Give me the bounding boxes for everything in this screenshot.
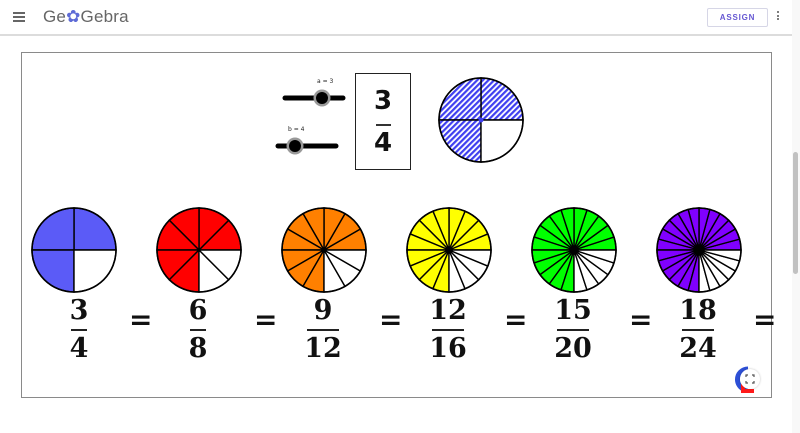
geogebra-logo[interactable]: Ge✿Gebra bbox=[43, 7, 129, 26]
slider-b[interactable] bbox=[275, 137, 339, 155]
fraction-bar bbox=[682, 329, 714, 331]
main-numerator: 3 bbox=[373, 86, 393, 116]
fraction-bar bbox=[376, 124, 391, 126]
fraction-5: 18 24 bbox=[673, 296, 723, 364]
denominator: 4 bbox=[69, 332, 89, 364]
numerator: 6 bbox=[188, 295, 208, 326]
equals-sign: = bbox=[379, 303, 403, 336]
numerator: 18 bbox=[679, 295, 717, 326]
slider-a-label: a = 3 bbox=[317, 78, 334, 85]
fraction-1: 6 8 bbox=[178, 296, 218, 364]
fraction-bar bbox=[307, 329, 339, 331]
equals-sign: = bbox=[129, 303, 153, 336]
fullscreen-button[interactable] bbox=[740, 369, 760, 389]
numerator: 15 bbox=[554, 295, 592, 326]
hatched-pie-chart bbox=[438, 77, 524, 163]
fraction-3: 12 16 bbox=[423, 296, 473, 364]
slider-a[interactable] bbox=[282, 89, 346, 107]
more-options-icon[interactable] bbox=[775, 11, 781, 25]
scrollbar-thumb[interactable] bbox=[793, 152, 798, 274]
equals-sign: = bbox=[753, 303, 777, 336]
denominator: 8 bbox=[188, 332, 208, 364]
denominator: 20 bbox=[554, 332, 592, 364]
denominator: 12 bbox=[304, 332, 342, 364]
numerator: 3 bbox=[69, 295, 89, 326]
numerator: 9 bbox=[313, 295, 333, 326]
fraction-bar bbox=[71, 329, 87, 331]
equals-sign: = bbox=[504, 303, 528, 336]
equals-sign: = bbox=[254, 303, 278, 336]
fraction-2: 9 12 bbox=[298, 296, 348, 364]
assign-button[interactable]: ASSIGN bbox=[707, 8, 768, 27]
fraction-bar bbox=[432, 329, 464, 331]
equals-sign: = bbox=[629, 303, 653, 336]
geogebra-applet[interactable]: a = 3 b = 4 3 4 3 4 = 6 8 = 9 12 = 12 16… bbox=[21, 52, 776, 398]
fraction-bar bbox=[190, 329, 206, 331]
equivalent-pies bbox=[31, 207, 742, 293]
fraction-0: 3 4 bbox=[59, 296, 99, 364]
numerator: 12 bbox=[429, 295, 467, 326]
fraction-bar bbox=[557, 329, 589, 331]
main-denominator: 4 bbox=[373, 128, 393, 158]
denominator: 16 bbox=[429, 332, 467, 364]
fraction-4: 15 20 bbox=[548, 296, 598, 364]
main-fraction-box: 3 4 bbox=[355, 73, 411, 170]
top-bar: Ge✿Gebra ASSIGN bbox=[0, 0, 792, 36]
denominator: 24 bbox=[679, 332, 717, 364]
slider-b-label: b = 4 bbox=[288, 126, 305, 133]
fullscreen-icon bbox=[745, 374, 755, 384]
applet-canvas bbox=[31, 77, 742, 293]
hamburger-menu-icon[interactable] bbox=[13, 12, 25, 22]
